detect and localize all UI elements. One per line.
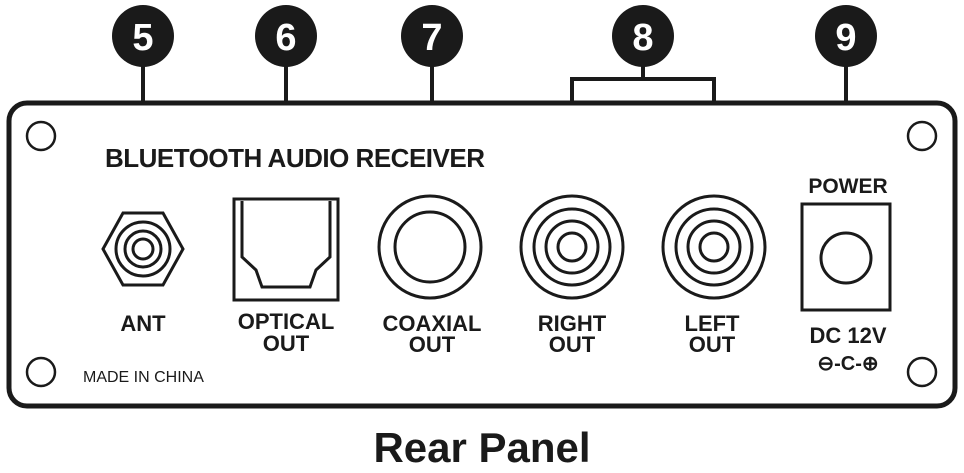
diagram-caption: Rear Panel	[373, 424, 590, 471]
label-ant: ANT	[120, 311, 166, 336]
screw-bottom-left	[25, 356, 57, 388]
label-optical-line2: OUT	[263, 331, 310, 356]
screw-top-right	[906, 120, 938, 152]
callout-badge-8: 8	[612, 5, 674, 67]
label-coaxial-line2: OUT	[409, 332, 456, 357]
callout-badge-9: 9	[815, 5, 877, 67]
label-optical-line1: OPTICAL	[238, 309, 335, 334]
callout-badges: 5 6 7 8 9	[112, 5, 877, 67]
callout-number-9: 9	[835, 17, 856, 59]
coaxial-port	[377, 194, 483, 300]
label-left-line1: LEFT	[685, 311, 741, 336]
callout-number-8: 8	[632, 17, 653, 59]
callout-number-5: 5	[132, 17, 153, 59]
callout-number-6: 6	[275, 17, 296, 59]
label-left-line2: OUT	[689, 332, 736, 357]
callout-badge-7: 7	[401, 5, 463, 67]
screw-bottom-right	[906, 356, 938, 388]
optical-port	[232, 197, 340, 302]
optical-housing	[232, 197, 340, 302]
label-right-line1: RIGHT	[538, 311, 607, 336]
label-dc-12v: DC 12V	[809, 323, 886, 348]
brand-text: BLUETOOTH AUDIO RECEIVER	[105, 143, 485, 173]
screws	[25, 120, 938, 388]
screw-top-left	[25, 120, 57, 152]
antenna-connector	[101, 211, 185, 287]
optical-socket	[240, 201, 332, 289]
panel-body	[6, 100, 958, 409]
power-socket	[819, 231, 873, 285]
made-in-label: MADE IN CHINA	[83, 369, 204, 386]
polarity-symbol: ⊖-C-⊕	[817, 353, 878, 375]
label-power: POWER	[808, 175, 887, 198]
callout-badge-5: 5	[112, 5, 174, 67]
left-rca-port	[661, 194, 767, 300]
power-jack	[800, 202, 892, 312]
label-coaxial-line1: COAXIAL	[383, 311, 482, 336]
callout-badge-6: 6	[255, 5, 317, 67]
label-right-line2: OUT	[549, 332, 596, 357]
right-rca-port	[519, 194, 625, 300]
callout-number-7: 7	[421, 17, 442, 59]
